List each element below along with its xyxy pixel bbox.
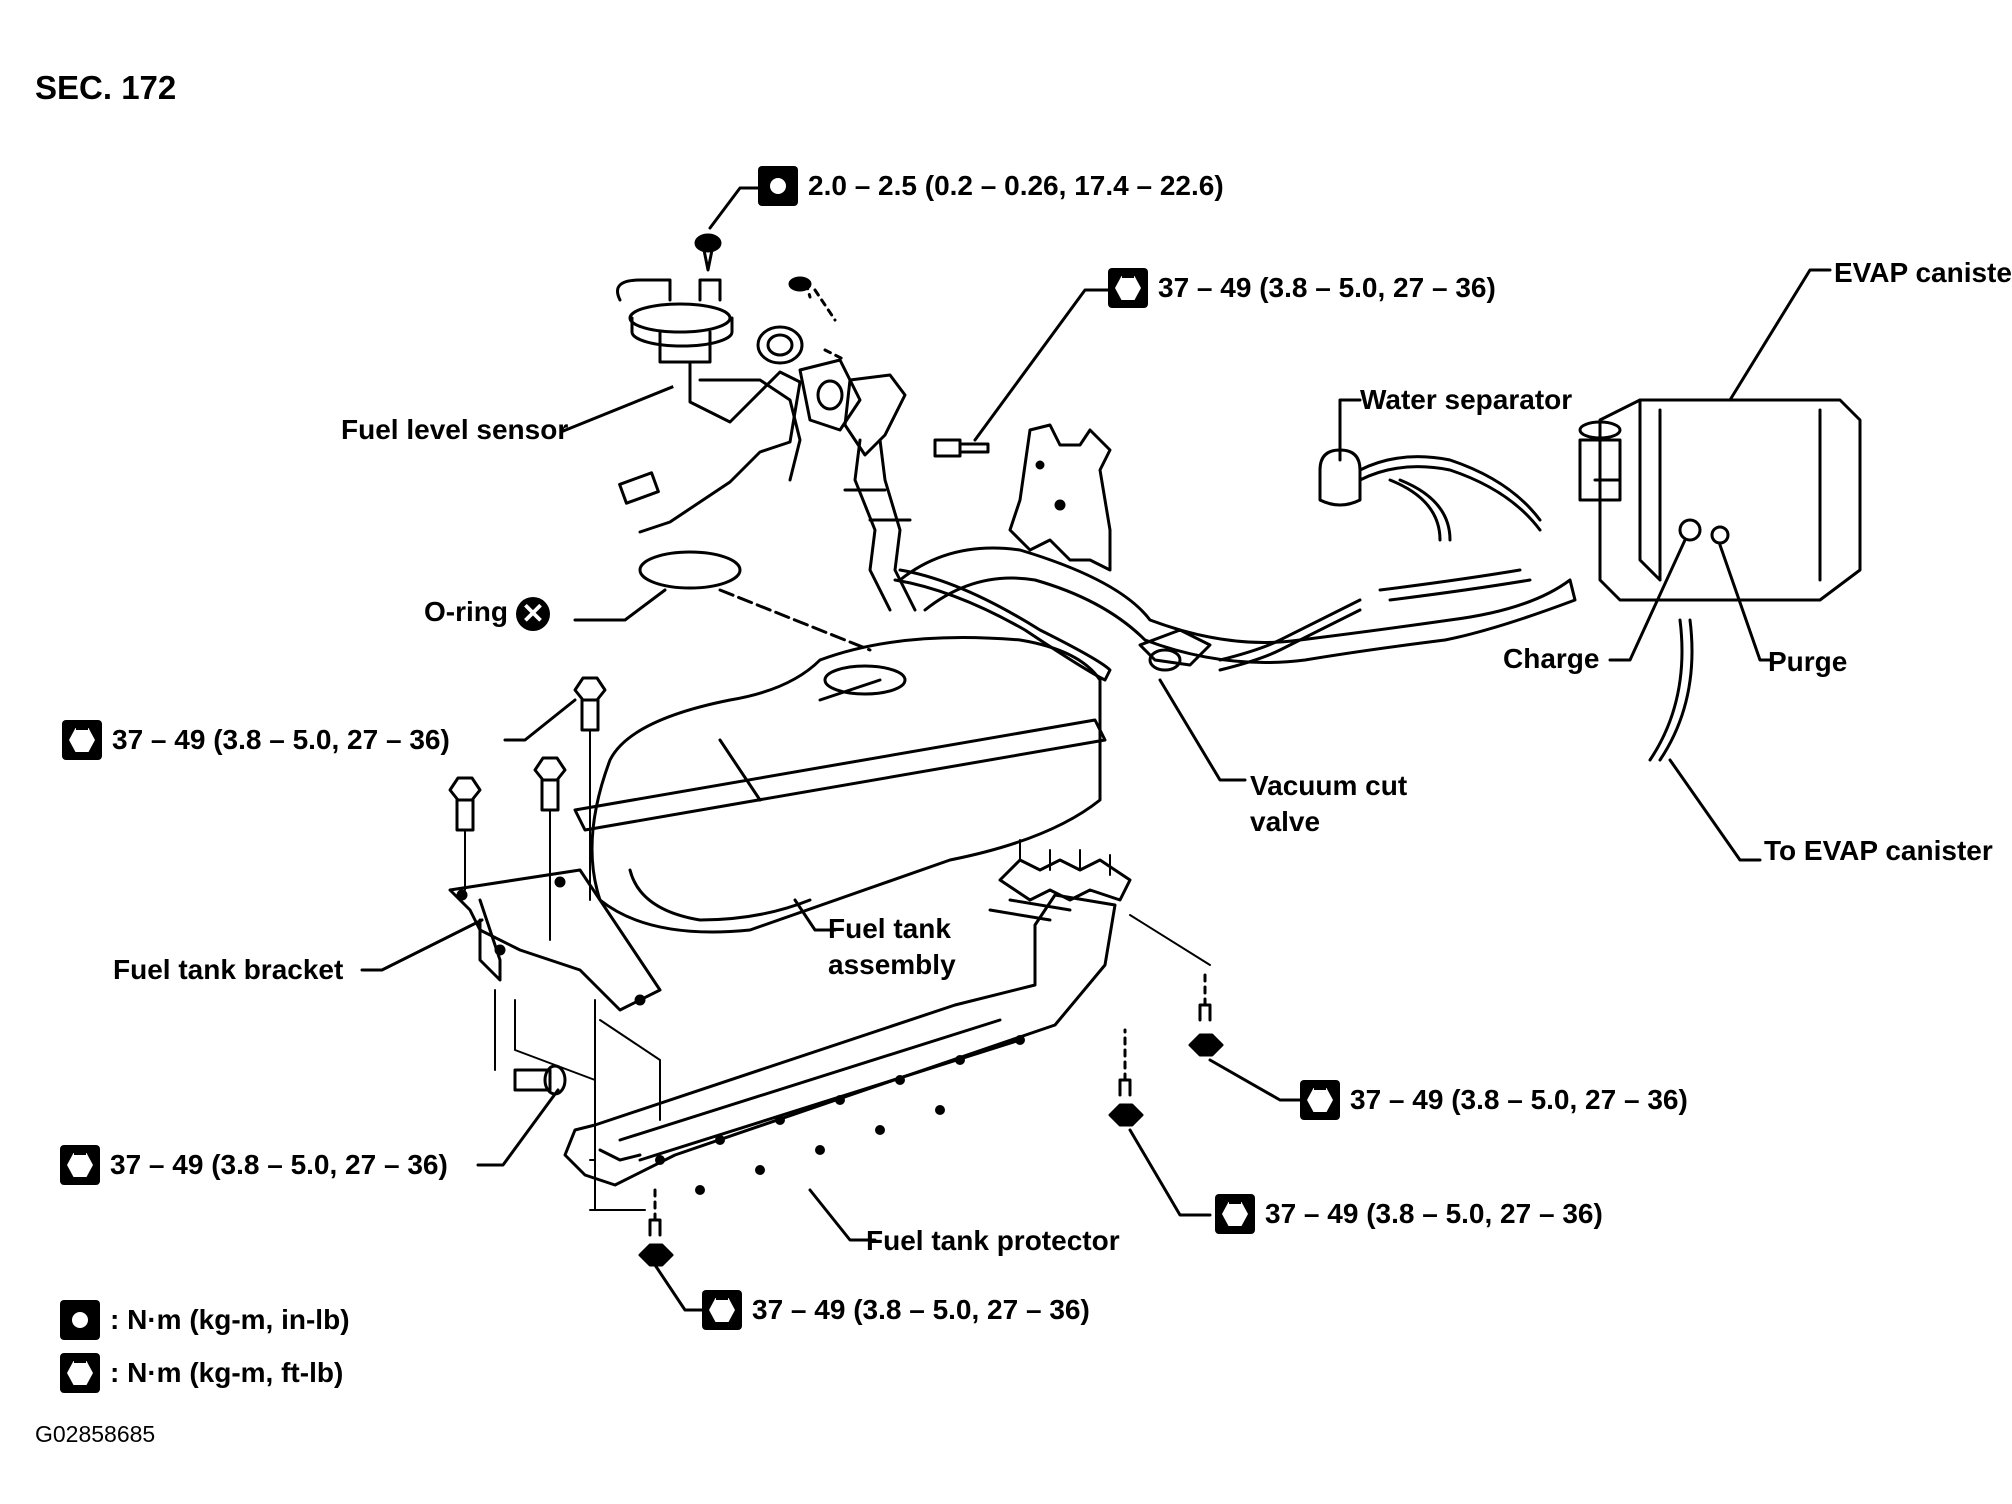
leader-protector-front [653, 1263, 707, 1312]
torque-wrench-ft-lb-icon [60, 1145, 100, 1185]
fuel-tank-protector-part [563, 893, 1117, 1195]
torque-value: 37 – 49 (3.8 – 5.0, 27 – 36) [110, 1149, 448, 1180]
protector-bracket-part [998, 839, 1211, 966]
legend-ft-lb: : N·m (kg-m, ft-lb) [60, 1353, 343, 1393]
sensor-screw [694, 233, 722, 272]
label-fuel-tank-protector: Fuel tank protector [866, 1225, 1120, 1256]
leader-bracket-top-bolt [503, 698, 577, 742]
label-vacuum-cut-valve-1: Vacuum cut [1250, 770, 1408, 801]
filler-bracket-part [1008, 423, 1112, 572]
torque-value: 37 – 49 (3.8 – 5.0, 27 – 36) [752, 1294, 1090, 1325]
leader-purge [1718, 543, 1772, 662]
label-to-evap-canister: To EVAP canister [1764, 835, 1993, 866]
leader-fuel-tank-bracket [360, 918, 484, 972]
torque-wrench-ft-lb-icon [702, 1290, 742, 1330]
leader-o-ring [573, 588, 667, 622]
figure-id: G02858685 [35, 1421, 156, 1447]
legend-text: : N·m (kg-m, in-lb) [110, 1304, 350, 1335]
water-separator-part [1318, 448, 1542, 542]
torque-value: 37 – 49 (3.8 – 5.0, 27 – 36) [1350, 1084, 1688, 1115]
torque-bracket-side-bolt: 37 – 49 (3.8 – 5.0, 27 – 36) [60, 1145, 448, 1185]
torque-value: 37 – 49 (3.8 – 5.0, 27 – 36) [1265, 1198, 1603, 1229]
legend-text: : N·m (kg-m, ft-lb) [110, 1357, 344, 1388]
label-charge: Charge [1503, 643, 1600, 674]
torque-bracket-top-bolt: 37 – 49 (3.8 – 5.0, 27 – 36) [62, 720, 450, 760]
torque-wrench-ft-lb-icon [1108, 268, 1148, 308]
fuel-level-sensor-part [616, 278, 802, 534]
protector-bolts [638, 973, 1224, 1267]
torque-protector-right-lower: 37 – 49 (3.8 – 5.0, 27 – 36) [1215, 1194, 1603, 1234]
legend-in-lb: : N·m (kg-m, in-lb) [60, 1300, 350, 1340]
leader-vacuum-cut-valve [1158, 678, 1247, 782]
assembly-guide-lines [494, 989, 661, 1211]
leader-sensor-screw [708, 186, 762, 230]
fuel-tank-part [573, 636, 1107, 934]
label-fuel-tank-assembly-1: Fuel tank [828, 913, 951, 944]
filler-bracket-bolt [933, 438, 990, 458]
leader-evap-canister [1728, 268, 1832, 402]
leader-fuel-tank-protector [808, 1188, 877, 1242]
section-title: SEC. 172 [35, 69, 177, 106]
o-ring-text: O-ring [424, 596, 508, 627]
leader-to-evap-canister [1668, 758, 1762, 862]
leader-water-separator [1338, 398, 1362, 462]
torque-protector-front: 37 – 49 (3.8 – 5.0, 27 – 36) [702, 1290, 1090, 1330]
torque-wrench-in-lb-icon [758, 166, 798, 206]
leader-filler-bracket-bolt [973, 288, 1112, 442]
torque-value: 2.0 – 2.5 (0.2 – 0.26, 17.4 – 22.6) [808, 170, 1224, 201]
leader-charge [1608, 538, 1687, 662]
o-ring-centerline [718, 588, 872, 652]
leader-protector-right-lower [1128, 1128, 1212, 1217]
vacuum-cut-valve-part [1138, 598, 1362, 672]
torque-wrench-ft-lb-icon [60, 1353, 100, 1393]
torque-filler-bracket-bolt: 37 – 49 (3.8 – 5.0, 27 – 36) [1108, 268, 1496, 308]
evap-canister-part [1578, 398, 1862, 602]
bracket-bolts [448, 676, 607, 1096]
o-ring-part [638, 550, 742, 590]
label-water-separator: Water separator [1360, 384, 1573, 415]
label-fuel-tank-assembly-2: assembly [828, 949, 956, 980]
torque-wrench-ft-lb-icon [1300, 1080, 1340, 1120]
label-evap-canister: EVAP canister [1834, 257, 2012, 288]
label-vacuum-cut-valve-2: valve [1250, 806, 1321, 837]
do-not-reuse-icon: ✕ [516, 596, 550, 631]
fuel-tank-bracket-part [448, 868, 662, 1012]
filler-neck-part [756, 276, 917, 612]
label-purge: Purge [1768, 646, 1848, 677]
vent-hoses [893, 546, 1577, 682]
torque-value: 37 – 49 (3.8 – 5.0, 27 – 36) [1158, 272, 1496, 303]
leader-bracket-side-bolt [476, 1088, 560, 1167]
torque-value: 37 – 49 (3.8 – 5.0, 27 – 36) [112, 724, 450, 755]
torque-wrench-in-lb-icon [60, 1300, 100, 1340]
torque-protector-right-upper: 37 – 49 (3.8 – 5.0, 27 – 36) [1300, 1080, 1688, 1120]
leader-protector-right-upper [1208, 1058, 1307, 1102]
evap-hose-part [1648, 618, 1694, 762]
torque-wrench-ft-lb-icon [1215, 1194, 1255, 1234]
label-fuel-level-sensor: Fuel level sensor [341, 414, 569, 445]
torque-wrench-ft-lb-icon [62, 720, 102, 760]
torque-sensor-screw: 2.0 – 2.5 (0.2 – 0.26, 17.4 – 22.6) [758, 166, 1224, 206]
label-fuel-tank-bracket: Fuel tank bracket [113, 954, 344, 985]
leader-fuel-tank-assembly [793, 898, 837, 932]
label-o-ring: O-ring ✕ [424, 596, 550, 631]
